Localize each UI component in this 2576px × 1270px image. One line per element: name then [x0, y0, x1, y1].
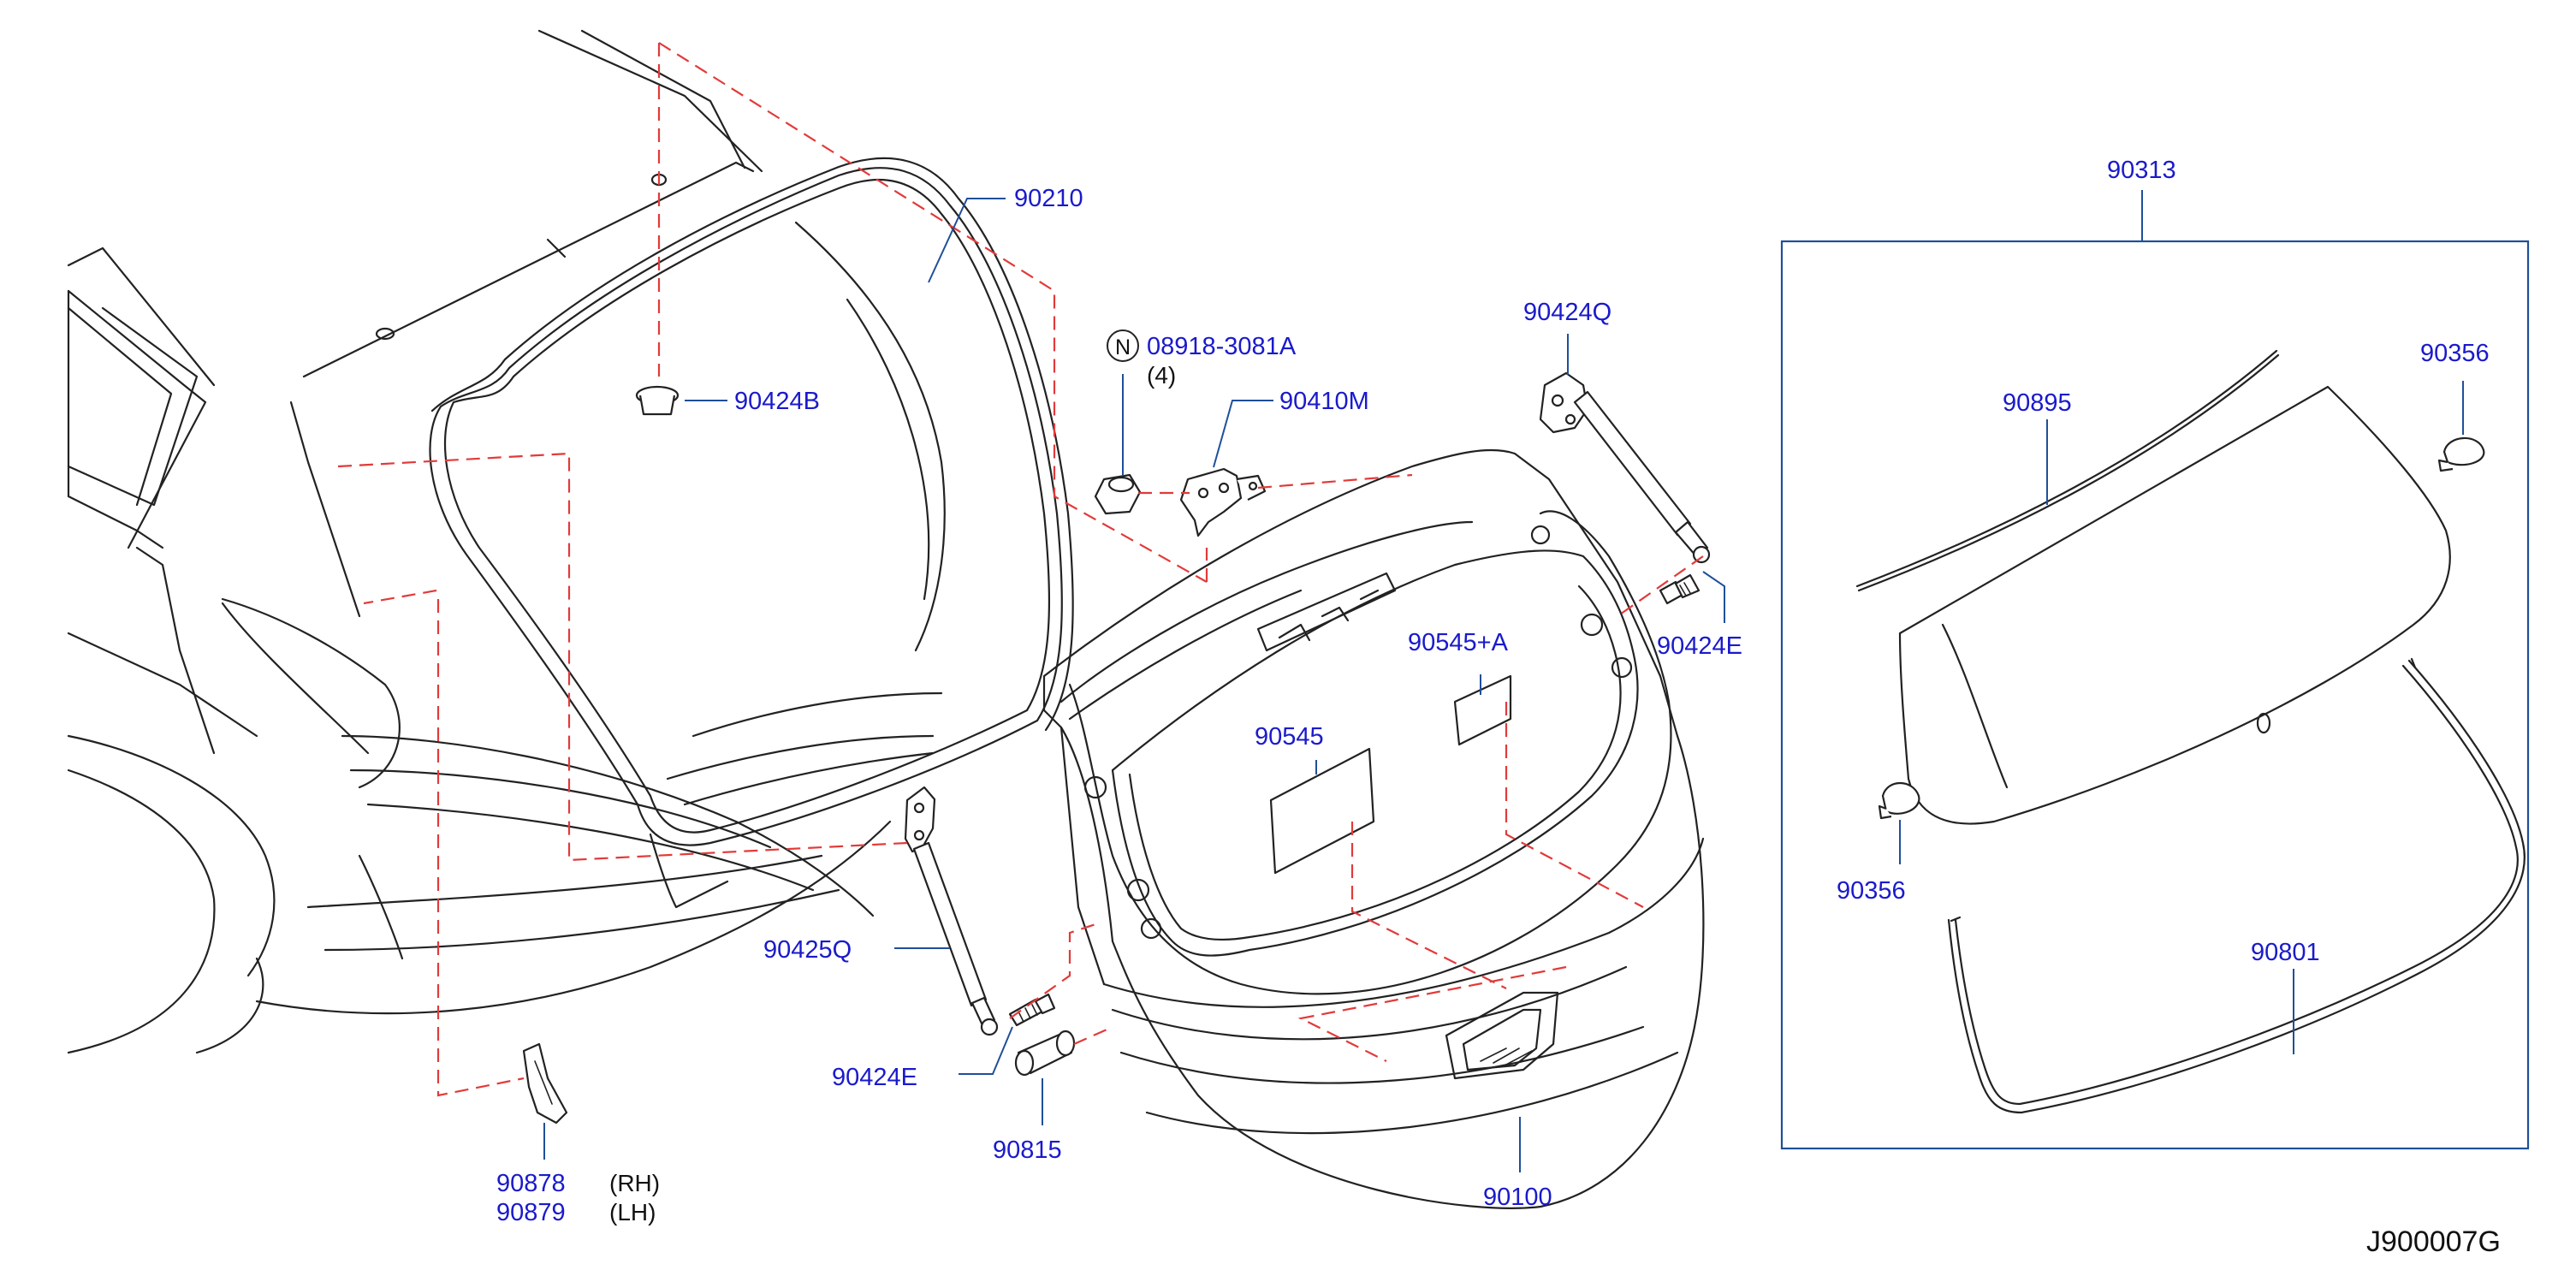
fastener-90356-left — [1878, 782, 1920, 820]
label-90801: 90801 — [2251, 939, 2320, 966]
strut-90425q — [904, 786, 999, 1036]
assembly-lines — [337, 42, 1704, 1097]
diagram-code: J900007G — [2366, 1225, 2501, 1258]
nut-08918 — [1094, 473, 1142, 515]
glass-kit-box — [1780, 240, 2530, 1150]
hinge-90410m — [1179, 467, 1267, 537]
liftgate-panel — [1042, 448, 1705, 1209]
label-90425q: 90425Q — [763, 936, 852, 964]
label-90424b: 90424B — [734, 388, 820, 415]
label-90356-left: 90356 — [1837, 877, 1906, 905]
label-90410m: 90410M — [1279, 388, 1369, 415]
label-90313: 90313 — [2107, 157, 2176, 184]
label-90100: 90100 — [1483, 1184, 1552, 1211]
label-90424e-right: 90424E — [1657, 632, 1742, 660]
label-lh: (LH) — [609, 1199, 656, 1225]
label-90878: 90878 — [496, 1170, 566, 1197]
bumper-90815 — [1014, 1030, 1076, 1077]
label-08918-3081a: 08918-3081A — [1147, 333, 1297, 360]
stud-90424e-left — [1008, 993, 1056, 1027]
fastener-90356-top — [2437, 436, 2485, 472]
n-circle-icon — [1107, 329, 1139, 362]
label-qty-4: (4) — [1147, 362, 1176, 389]
label-90424e-left: 90424E — [832, 1064, 917, 1091]
vehicle-body — [67, 29, 1074, 1054]
label-90210: 90210 — [1014, 185, 1083, 212]
label-90879: 90879 — [496, 1199, 566, 1226]
leader-lines — [543, 190, 2464, 1172]
stud-90424e-right — [1659, 573, 1701, 605]
label-90356-top: 90356 — [2420, 340, 2490, 367]
strut-90424q — [1539, 371, 1711, 564]
label-rh: (RH) — [609, 1170, 660, 1196]
clip-90424b — [635, 385, 680, 416]
label-90424q: 90424Q — [1523, 299, 1611, 326]
label-90815: 90815 — [993, 1136, 1062, 1164]
label-n: N — [1115, 335, 1131, 359]
trim-90878 — [522, 1042, 568, 1125]
label-90895: 90895 — [2003, 389, 2072, 417]
part-labels: 90210 90424B N 08918-3081A (4) 90410M 90… — [496, 157, 2501, 1258]
label-90545a: 90545+A — [1408, 629, 1509, 656]
label-90545: 90545 — [1255, 723, 1324, 751]
